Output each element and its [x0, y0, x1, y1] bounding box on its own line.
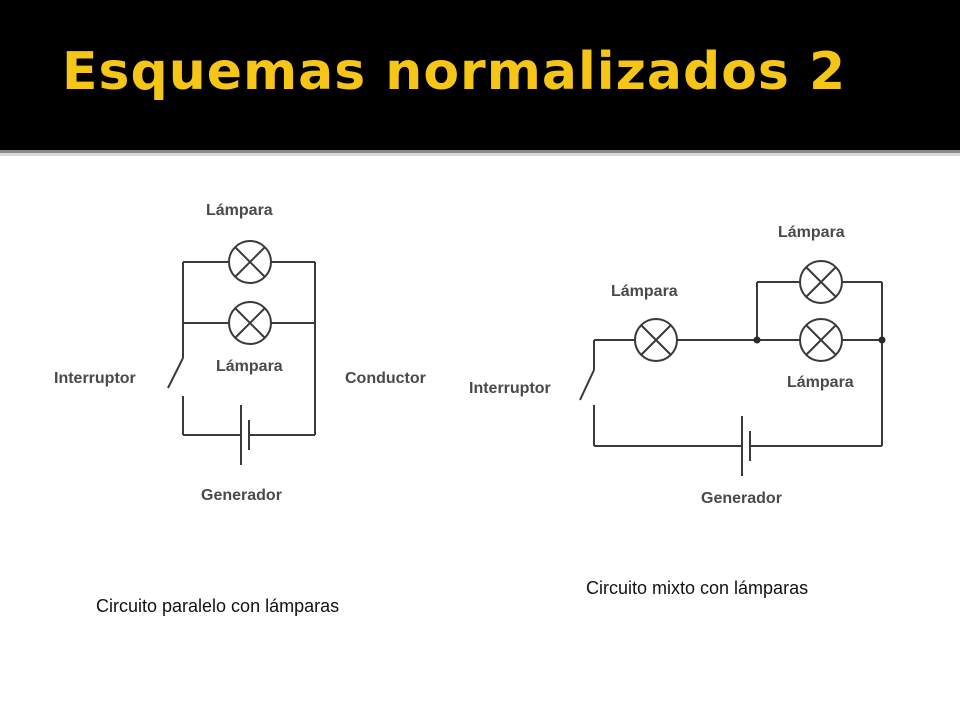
lamp-icon — [228, 240, 272, 284]
label-lamp-top: Lámpara — [206, 202, 273, 219]
lamp-icon — [799, 260, 843, 304]
label-lamp-top: Lámpara — [778, 224, 845, 241]
title-bar: Esquemas normalizados 2 — [0, 0, 960, 150]
label-generator: Generador — [201, 487, 282, 504]
caption-parallel-circuit: Circuito paralelo con lámparas — [96, 596, 340, 616]
slide-title: Esquemas normalizados 2 — [62, 42, 847, 102]
parallel-circuit: Lámpara Lámpara Interruptor Conductor Ge… — [54, 202, 426, 504]
label-lamp-bottom: Lámpara — [216, 358, 283, 375]
mixed-circuit: Lámpara Lámpara Lámpara Interruptor Gene… — [469, 224, 886, 507]
switch-blade — [167, 357, 184, 389]
label-lamp-series: Lámpara — [611, 283, 678, 300]
title-divider-light — [0, 153, 960, 156]
label-conductor: Conductor — [345, 370, 426, 387]
label-generator: Generador — [701, 490, 782, 507]
caption-mixed-circuit: Circuito mixto con lámparas — [586, 578, 809, 598]
junction-dot — [753, 336, 761, 344]
junction-dot — [878, 336, 886, 344]
label-switch: Interruptor — [469, 380, 551, 397]
lamp-icon — [799, 318, 843, 362]
label-switch: Interruptor — [54, 370, 136, 387]
lamp-icon — [228, 301, 272, 345]
title-divider-dark — [0, 150, 960, 153]
switch-blade — [579, 369, 595, 401]
label-lamp-bottom: Lámpara — [787, 374, 854, 391]
lamp-icon — [634, 318, 678, 362]
